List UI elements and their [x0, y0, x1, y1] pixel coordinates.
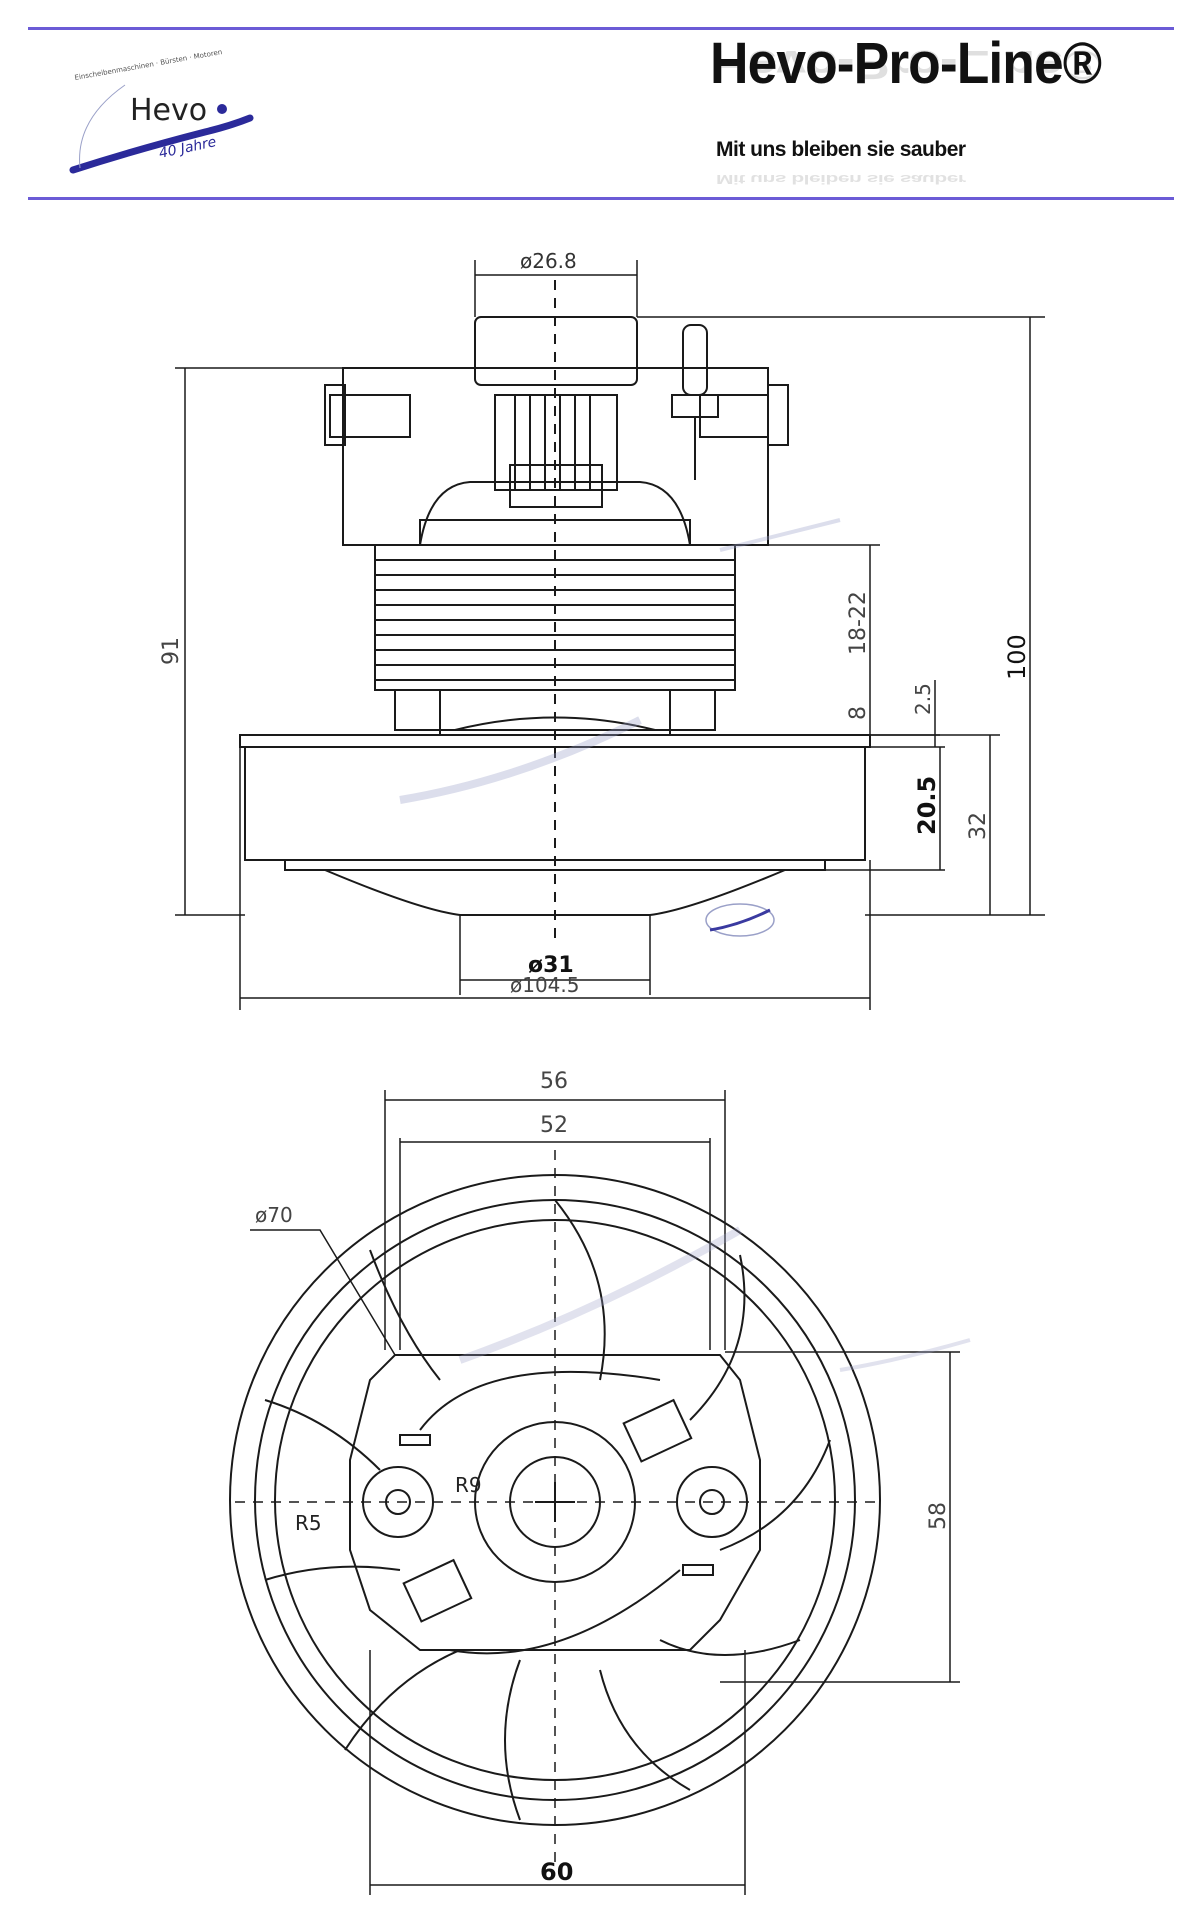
dim-fan-height: 20.5 — [913, 776, 941, 835]
dim-fan-total: 32 — [966, 812, 991, 840]
watermark-logo — [399, 518, 841, 804]
dim-height-58: 58 — [926, 1502, 951, 1530]
header-bottom-rule — [28, 197, 1174, 200]
brand-tagline-reflection: Mit uns bleiben sie sauber — [716, 172, 966, 186]
dim-top-diameter: ø26.8 — [520, 249, 577, 273]
dim-fan-diameter: ø104.5 — [510, 973, 580, 997]
hevo-logo: Einscheibenmaschinen · Bürsten · Motoren… — [69, 48, 254, 174]
dim-body-height: 91 — [159, 637, 184, 665]
motor-side-view: ø26.8 100 91 18-22 8 2.5 20.5 32 ø31 ø10… — [159, 249, 1045, 1010]
brand-title: Hevo-Pro-Line® — [710, 31, 1102, 96]
watermark-small-logo — [705, 903, 775, 937]
brand-title-reflection: Hevo-Pro-Line® — [710, 41, 1102, 88]
dim-r5: R5 — [295, 1511, 322, 1535]
header-top-rule — [28, 27, 1174, 30]
logo-text: Hevo — [130, 93, 207, 128]
dim-ring-diameter: ø70 — [255, 1203, 293, 1227]
dim-width-inner: 52 — [540, 1113, 568, 1138]
watermark-logo-bottom — [458, 1226, 971, 1372]
dim-r9: R9 — [455, 1473, 482, 1497]
dim-two-five: 2.5 — [911, 683, 935, 715]
dim-overall-height: 100 — [1003, 634, 1031, 680]
motor-bottom-view: 56 52 ø70 R5 R9 58 60 — [229, 1069, 971, 1895]
dim-width-60: 60 — [540, 1858, 573, 1886]
logo-dot-icon — [217, 104, 227, 114]
brand-tagline: Mit uns bleiben sie sauber — [716, 138, 966, 161]
dim-winding: 18-22 — [846, 591, 871, 655]
dim-width-outer: 56 — [540, 1069, 568, 1094]
dim-inlet-diameter: ø31 — [528, 953, 574, 978]
dim-eight: 8 — [846, 706, 871, 720]
logo-arc-text: Einscheibenmaschinen · Bürsten · Motoren — [74, 48, 223, 82]
